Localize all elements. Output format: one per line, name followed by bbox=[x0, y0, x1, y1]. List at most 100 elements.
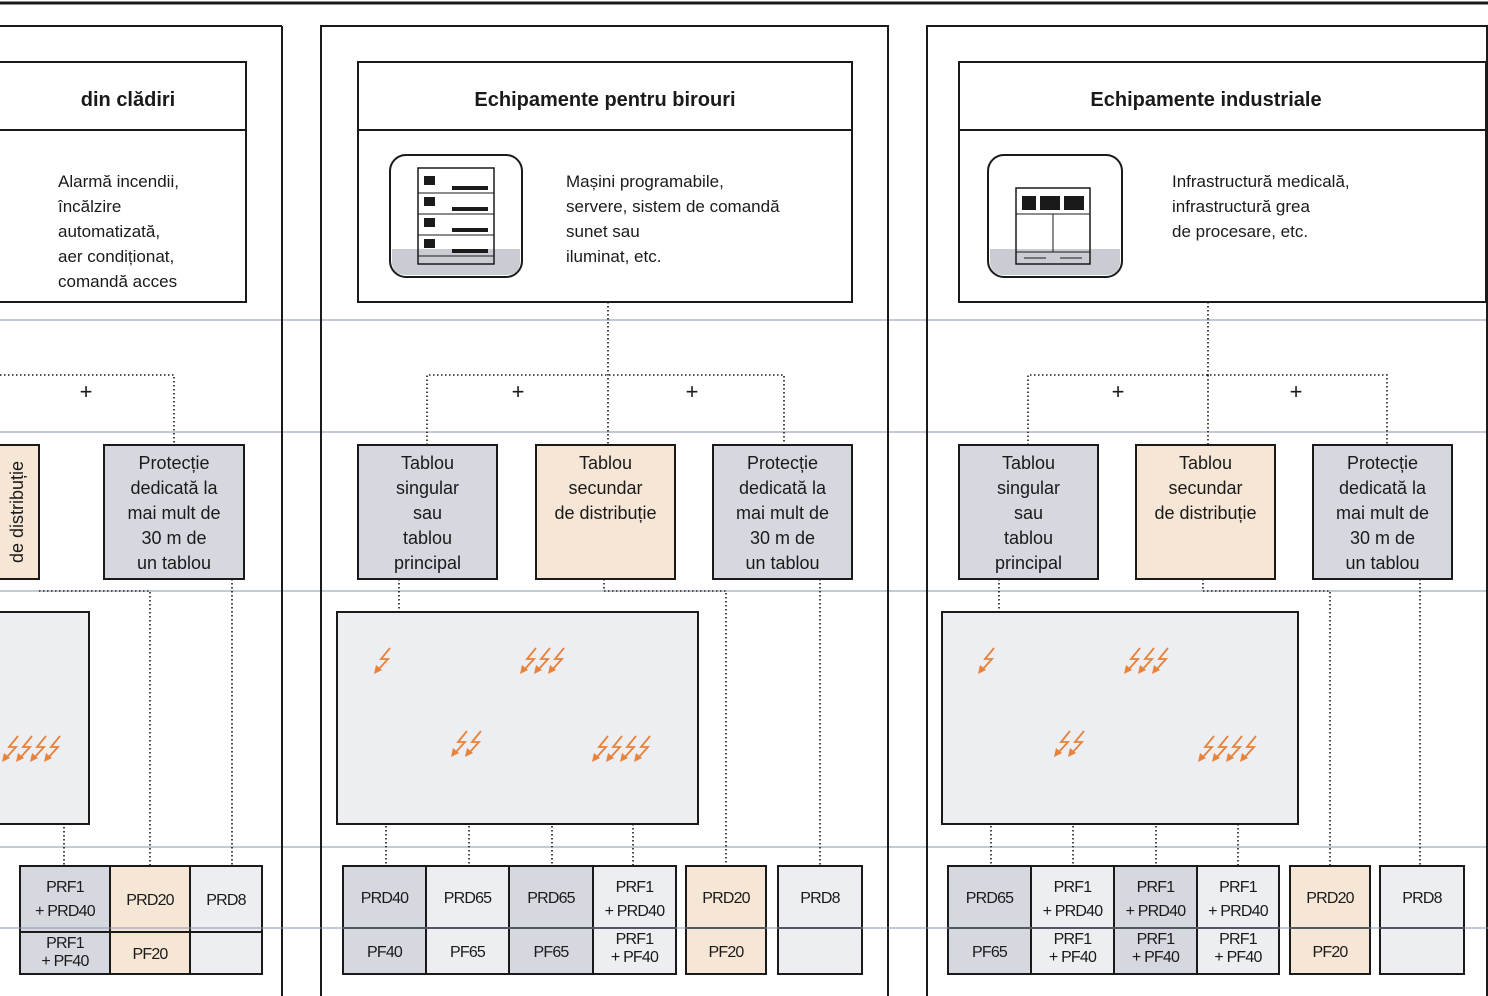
bolt-stroke bbox=[468, 730, 482, 754]
protection-cell-label: PRD65 bbox=[527, 890, 575, 907]
distribution-box-label: dedicată la bbox=[739, 478, 827, 498]
panel-title: Echipamente industriale bbox=[1090, 89, 1321, 111]
protection-cell-label: + PRD40 bbox=[1043, 903, 1104, 920]
distribution-box-dedicated bbox=[1312, 444, 1453, 580]
bolt-arrowhead bbox=[620, 753, 628, 762]
protection-cell bbox=[1289, 865, 1371, 929]
rack-slot bbox=[452, 228, 488, 232]
rack-led bbox=[424, 239, 435, 248]
bolt-arrowhead bbox=[1240, 753, 1248, 762]
lightning-bolt-icon bbox=[2, 735, 19, 762]
distribution-box-main bbox=[958, 444, 1099, 580]
bolt-arrowhead bbox=[44, 753, 52, 762]
bolt-arrowhead bbox=[374, 665, 382, 674]
protection-cell bbox=[109, 931, 191, 975]
connector-line bbox=[1027, 374, 1388, 445]
protection-zone bbox=[336, 611, 699, 825]
distribution-box-label: de distribuție bbox=[7, 461, 27, 563]
protection-cell-label: PRD20 bbox=[1306, 890, 1354, 907]
bolt-arrowhead bbox=[534, 665, 542, 674]
protection-cell-label: PF20 bbox=[708, 944, 744, 961]
distribution-box-label: Protecție bbox=[747, 453, 818, 473]
panel-description: Alarmă incendii, bbox=[58, 172, 179, 191]
bolt-arrowhead bbox=[2, 753, 10, 762]
bolt-arrowhead bbox=[1068, 748, 1076, 757]
icon-frame bbox=[987, 154, 1123, 278]
lightning-bolt-icon bbox=[634, 735, 651, 762]
lightning-bolt-icon bbox=[978, 647, 995, 674]
lightning-bolt-icon bbox=[534, 647, 551, 674]
connector-line bbox=[0, 374, 175, 445]
distribution-box-label: sau bbox=[413, 503, 442, 523]
bolt-arrowhead bbox=[465, 748, 473, 757]
protection-cell-label: PRF1 bbox=[616, 931, 655, 948]
protection-cell-label: PRD65 bbox=[966, 890, 1014, 907]
protection-cell bbox=[1196, 927, 1280, 975]
distribution-box-label: dedicată la bbox=[1339, 478, 1427, 498]
protection-cell bbox=[947, 927, 1032, 975]
lightning-bolt-icon bbox=[592, 735, 609, 762]
protection-cell-label: PF65 bbox=[972, 944, 1008, 961]
panel-frame-right bbox=[926, 25, 1488, 996]
bolt-stroke bbox=[1229, 735, 1243, 759]
bolt-stroke bbox=[454, 730, 468, 754]
protection-cell-label: PF65 bbox=[533, 944, 569, 961]
distribution-box-label: de distribuție bbox=[554, 503, 656, 523]
bolt-arrowhead bbox=[1124, 665, 1132, 674]
bolt-stroke bbox=[595, 735, 609, 759]
cabinet-panel bbox=[1064, 196, 1084, 210]
distribution-box-label: Tablou bbox=[1002, 453, 1055, 473]
distribution-box-dedicated bbox=[712, 444, 853, 580]
panel-description: iluminat, etc. bbox=[566, 247, 661, 266]
protection-cell-label: PRF1 bbox=[1054, 879, 1093, 896]
protection-cell-label: + PF40 bbox=[41, 953, 89, 970]
protection-cell-label: + PRD40 bbox=[1126, 903, 1187, 920]
distribution-box-label: tablou bbox=[403, 528, 452, 548]
bolt-stroke bbox=[377, 647, 391, 671]
protection-cell-label: + PF40 bbox=[611, 949, 659, 966]
connector-line bbox=[39, 590, 151, 866]
lightning-bolt-icon bbox=[1198, 735, 1215, 762]
bolt-arrowhead bbox=[606, 753, 614, 762]
industrial-cabinet-icon bbox=[987, 154, 1123, 278]
bolt-arrowhead bbox=[592, 753, 600, 762]
protection-cell-label: PF40 bbox=[367, 944, 403, 961]
protection-cell bbox=[1379, 865, 1465, 929]
bolt-stroke bbox=[1215, 735, 1229, 759]
plus-sign: + bbox=[512, 379, 525, 404]
lightning-bolt-icon bbox=[1068, 730, 1085, 757]
protection-cell bbox=[592, 927, 677, 975]
protection-cell bbox=[19, 865, 111, 933]
distribution-box-label: sau bbox=[1014, 503, 1043, 523]
lightning-bolt-icon bbox=[1152, 647, 1169, 674]
protection-cell bbox=[685, 865, 767, 929]
bolt-stroke bbox=[623, 735, 637, 759]
lightning-bolt-icon bbox=[606, 735, 623, 762]
rack-slot bbox=[452, 207, 488, 211]
protection-cell bbox=[777, 865, 863, 929]
protection-cell-label: + PRD40 bbox=[1208, 903, 1269, 920]
bolt-arrowhead bbox=[1054, 748, 1062, 757]
distribution-box-main bbox=[357, 444, 498, 580]
lightning-bolt-icon bbox=[30, 735, 47, 762]
protection-cell-label: + PF40 bbox=[1132, 949, 1180, 966]
bolt-stroke bbox=[1071, 730, 1085, 754]
protection-cell bbox=[1379, 927, 1465, 975]
distribution-box-label: Tablou bbox=[1179, 453, 1232, 473]
lightning-bolt-icon bbox=[374, 647, 391, 674]
bolt-stroke bbox=[19, 735, 33, 759]
panel-description: Mașini programabile, bbox=[566, 172, 724, 191]
bolt-stroke bbox=[1243, 735, 1257, 759]
panel-frame-middle bbox=[320, 25, 889, 996]
distribution-box-label: singular bbox=[396, 478, 459, 498]
protection-cell bbox=[508, 865, 594, 929]
cabinet-panel bbox=[1040, 196, 1060, 210]
panel-header-box bbox=[0, 61, 247, 303]
distribution-box-label: Tablou bbox=[401, 453, 454, 473]
distribution-box-label: principal bbox=[394, 553, 461, 573]
protection-cell-label: PRD8 bbox=[800, 890, 840, 907]
lightning-bolt-icon bbox=[520, 647, 537, 674]
bolt-stroke bbox=[551, 647, 565, 671]
protection-cell-label: PRD20 bbox=[702, 890, 750, 907]
protection-cell-label: PRF1 bbox=[1219, 931, 1258, 948]
